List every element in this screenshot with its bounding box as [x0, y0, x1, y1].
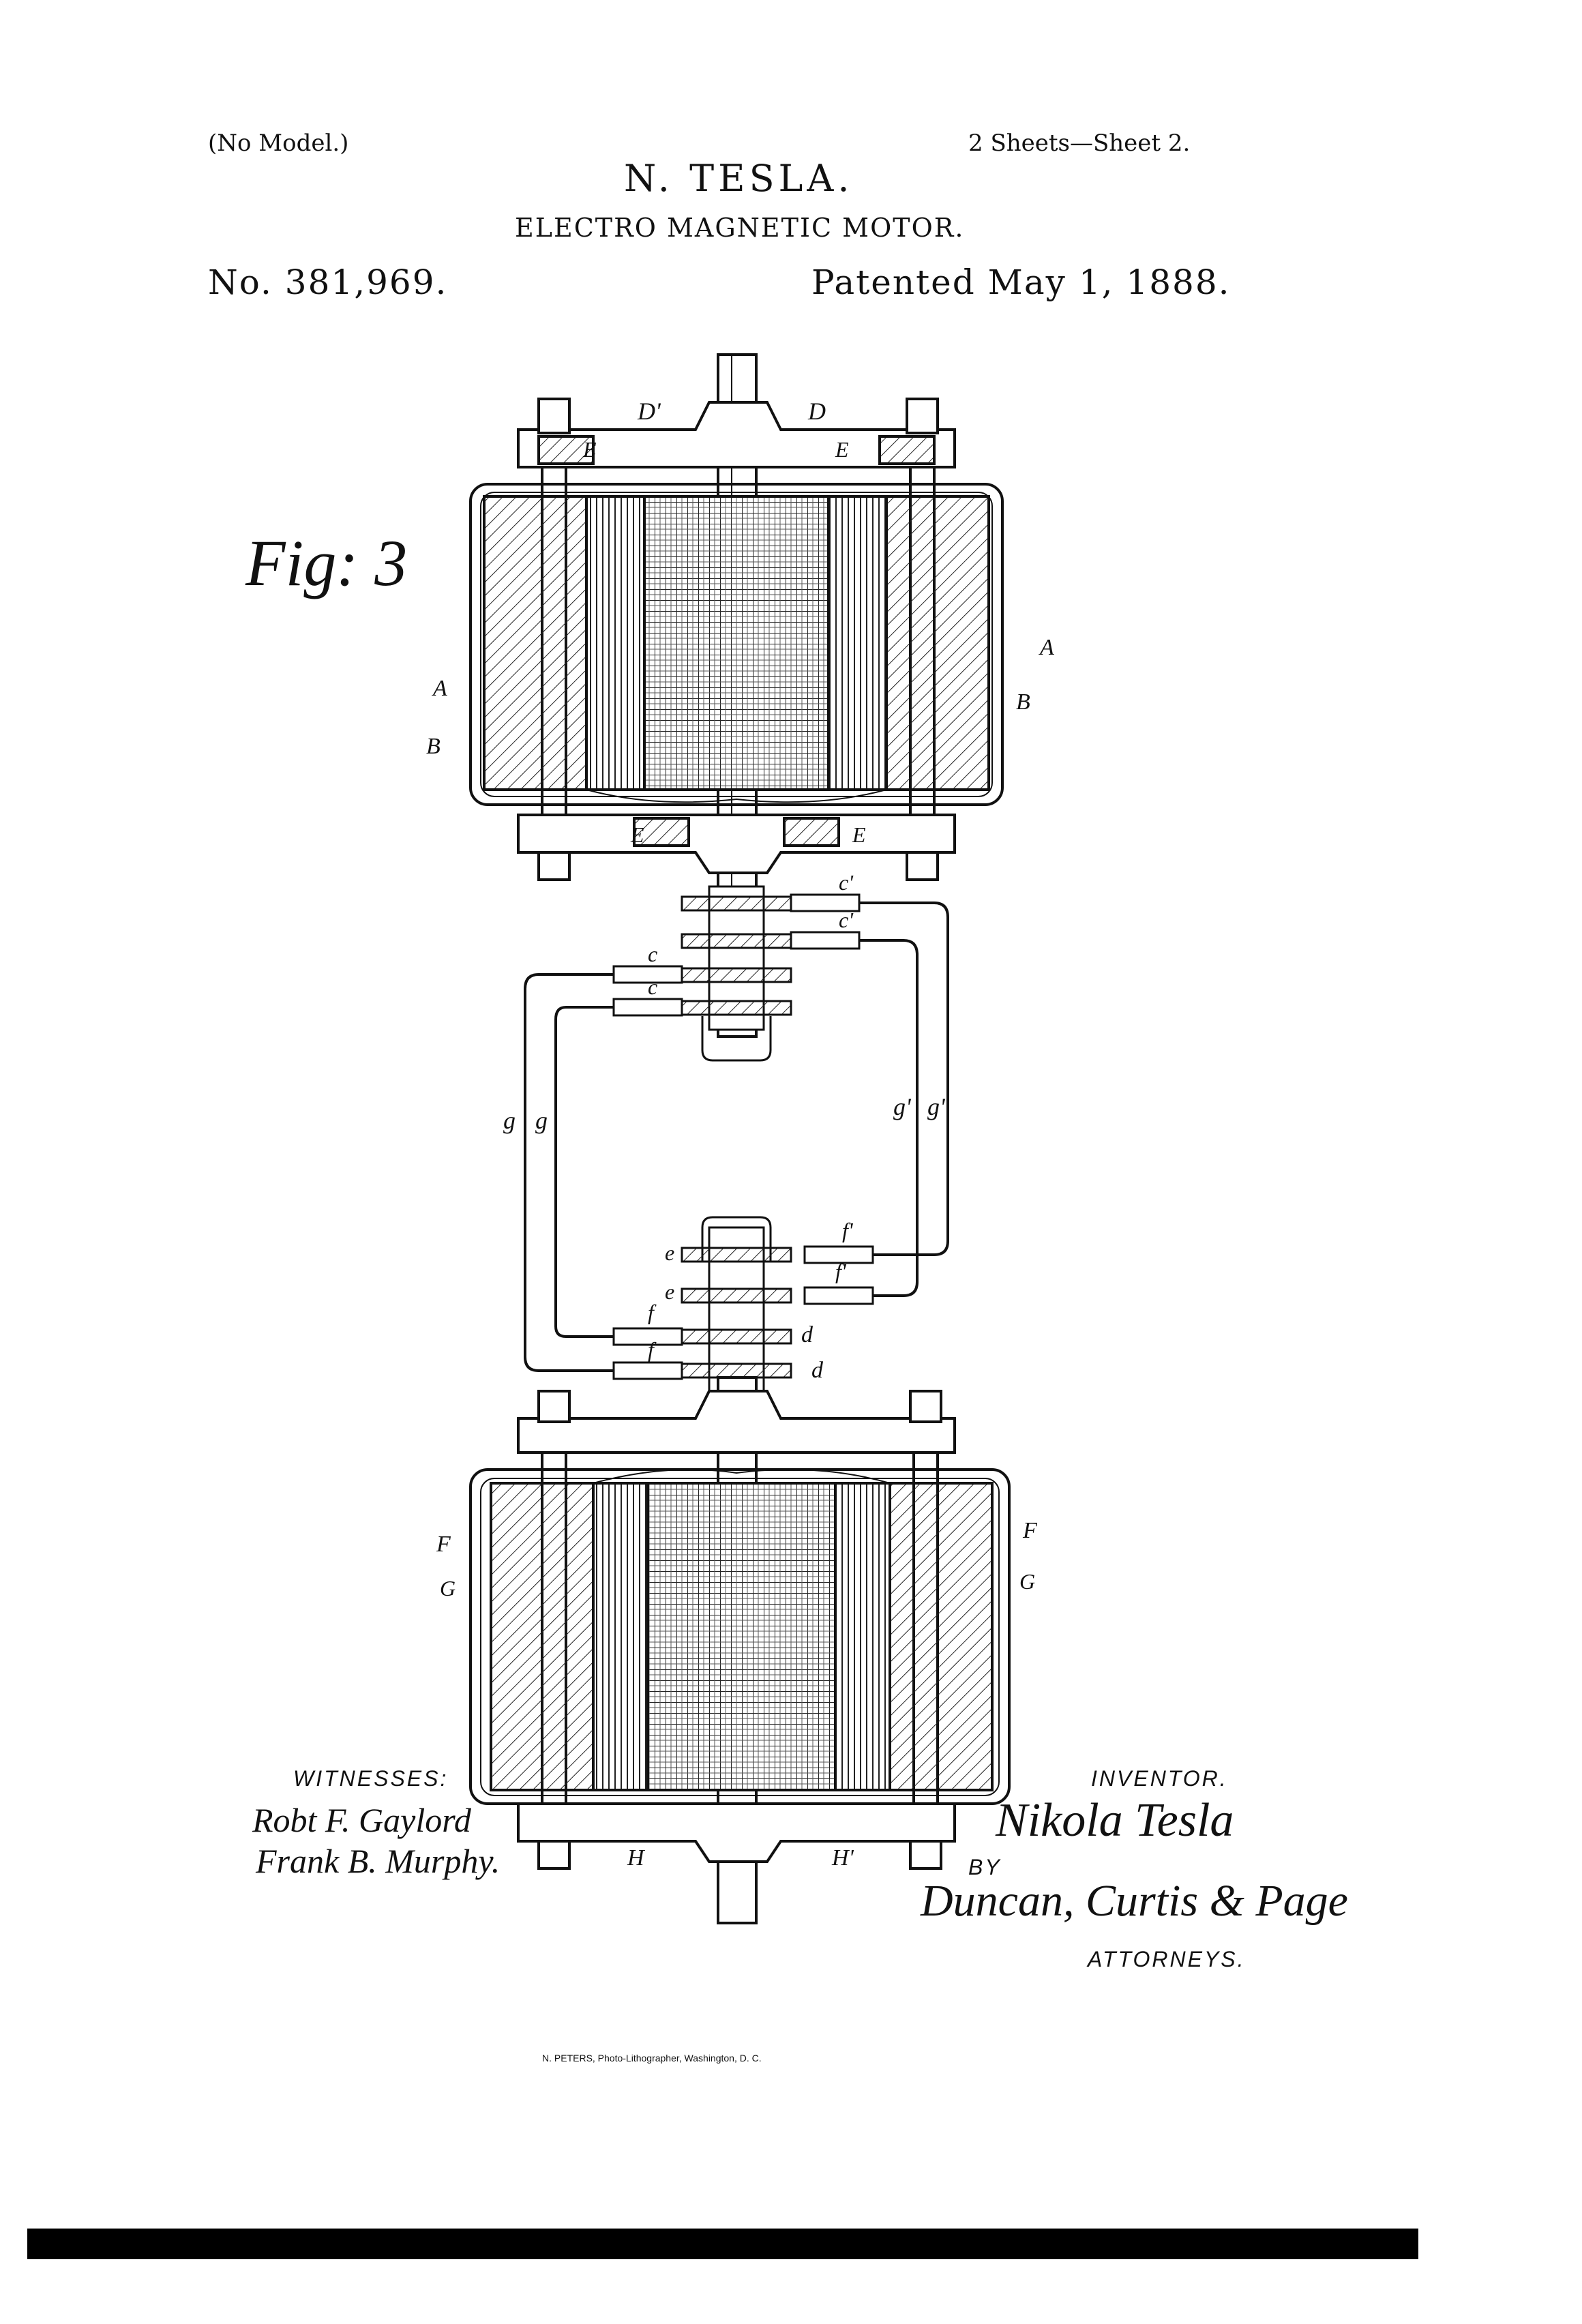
label-e-lower-1: e: [665, 1240, 674, 1265]
no-model-label: (No Model.): [208, 130, 349, 157]
patent-title: ELECTRO MAGNETIC MOTOR.: [515, 213, 965, 243]
inventor-label: INVENTOR.: [1091, 1766, 1228, 1791]
label-a-right: A: [1039, 635, 1054, 660]
lower-field-core-left: [490, 1482, 595, 1791]
sheet-count: 2 Sheets—Sheet 2.: [968, 130, 1191, 157]
inventor-signature: Nikola Tesla: [996, 1794, 1234, 1847]
witnesses-label: WITNESSES:: [293, 1766, 449, 1791]
attorneys-signature: Duncan, Curtis & Page: [921, 1876, 1348, 1926]
connecting-wires: [524, 902, 949, 1372]
label-d-lower-1: d: [801, 1322, 814, 1347]
label-f-upper-right: F: [1022, 1518, 1038, 1543]
scan-edge-band: [27, 2229, 1418, 2259]
witness-2-signature: Frank B. Murphy.: [256, 1842, 501, 1880]
label-f-upper-left: F: [436, 1532, 451, 1557]
label-g-lower-right: G: [1019, 1569, 1035, 1594]
label-a-left: A: [432, 676, 447, 701]
label-c-1: c: [648, 942, 657, 966]
label-g-prime-2: g': [927, 1093, 946, 1120]
attorneys-label: ATTORNEYS.: [1088, 1947, 1246, 1971]
upper-bottom-end-plate: [517, 814, 956, 874]
lithographer-credit: N. PETERS, Photo-Lithographer, Washingto…: [542, 2053, 762, 2064]
by-label: BY: [968, 1855, 1002, 1879]
label-d-prime: D': [637, 398, 661, 425]
figure-label: Fig: 3: [245, 526, 408, 599]
label-f-1: f: [648, 1300, 657, 1324]
patent-number: No. 381,969.: [208, 263, 448, 302]
label-e-top-right: E: [835, 437, 849, 462]
label-g-1: g: [503, 1107, 516, 1134]
label-c-2: c: [648, 974, 657, 999]
label-c-prime-1: c': [839, 870, 854, 895]
label-b-right: B: [1016, 689, 1030, 715]
label-h: H: [627, 1845, 646, 1871]
upper-collector-rings: [681, 885, 792, 1062]
lower-collector-rings: [681, 1216, 792, 1399]
lower-field-core-right: [889, 1482, 994, 1791]
upper-top-end-plate: [517, 401, 956, 468]
label-h-prime: H': [831, 1845, 854, 1871]
label-f-prime-2: f': [835, 1259, 847, 1283]
label-e-lower-2: e: [665, 1279, 674, 1304]
lower-motor: [469, 1376, 1011, 1924]
patent-date: Patented May 1, 1888.: [811, 263, 1231, 302]
label-b-left: B: [426, 734, 441, 759]
lower-bottom-end-plate: [517, 1802, 956, 1863]
label-g-lower-left: G: [440, 1576, 456, 1600]
label-f-prime-1: f': [842, 1218, 854, 1242]
inventor-name: N. TESLA.: [624, 157, 854, 200]
label-g-prime-1: g': [893, 1093, 912, 1120]
label-g-2: g: [535, 1107, 548, 1134]
upper-brushes: [612, 893, 861, 1017]
witness-1-signature: Robt F. Gaylord: [252, 1801, 471, 1839]
lower-top-end-plate: [517, 1390, 956, 1454]
label-d: D: [807, 398, 826, 425]
label-c-prime-2: c': [839, 908, 854, 932]
upper-armature-core: [643, 495, 830, 791]
label-e-top-left: E: [582, 437, 597, 462]
lower-armature-core: [646, 1482, 837, 1791]
upper-field-core-right: [885, 495, 990, 791]
upper-field-frame: [469, 483, 1004, 806]
label-d-lower-2: d: [811, 1358, 824, 1383]
label-e-bottom-left: E: [630, 822, 644, 847]
label-e-bottom-right: E: [852, 822, 866, 847]
upper-motor: [469, 353, 1004, 1038]
upper-field-core-left: [483, 495, 588, 791]
lower-brushes: [612, 1245, 874, 1380]
